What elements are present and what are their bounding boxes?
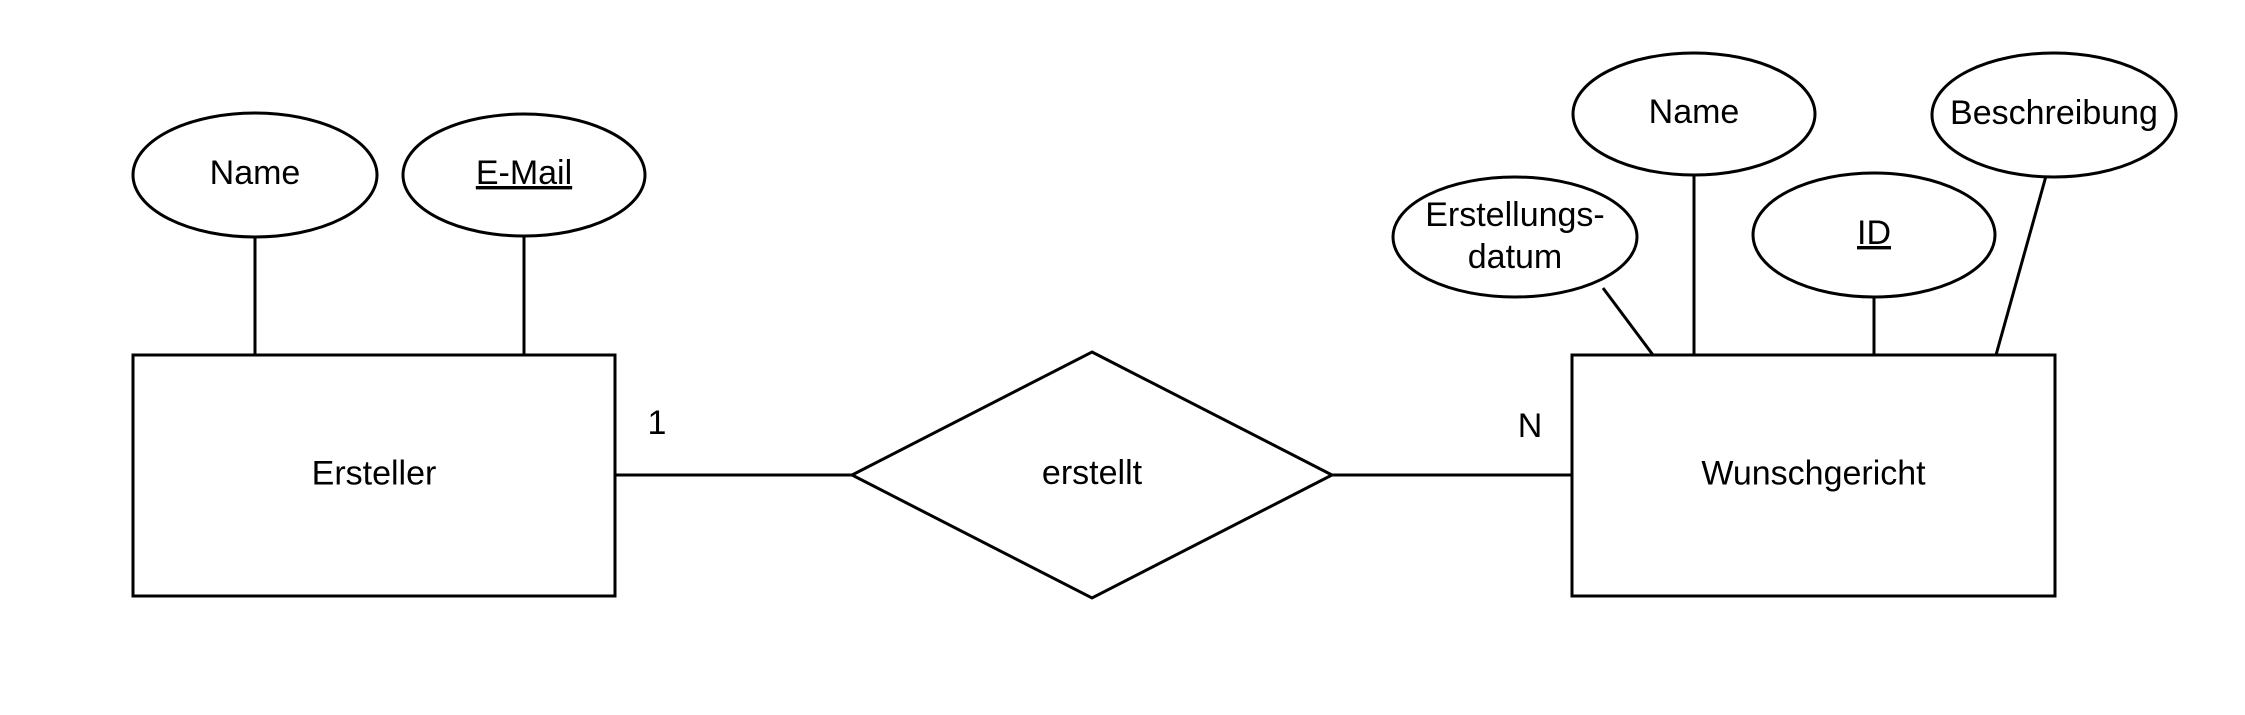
attribute-ellipse-wunschgericht-beschreibung[interactable] <box>1930 51 2178 179</box>
attribute-label-ersteller-name: Name <box>210 154 301 192</box>
relationship-erstellt[interactable]: erstellt 1 N <box>615 350 1572 600</box>
attribute-ellipse-ersteller-name[interactable] <box>131 111 379 239</box>
attribute-ellipse-ersteller-email[interactable] <box>401 112 647 238</box>
attribute-label-ersteller-email: E-Mail <box>476 154 572 192</box>
attribute-ellipse-wunschgericht-erstellungsdatum[interactable] <box>1391 175 1639 299</box>
cardinality-label-n: N <box>1518 407 1543 445</box>
attribute-label-wunschgericht-beschreibung: Beschreibung <box>1950 94 2158 132</box>
attribute-label-wunschgericht-id: ID <box>1857 214 1891 252</box>
entity-ersteller[interactable]: Ersteller Name E-Mail <box>131 111 647 598</box>
attribute-ellipse-wunschgericht-id[interactable] <box>1751 171 1997 299</box>
relationship-label-erstellt: erstellt <box>1042 454 1143 492</box>
connector-wunschgericht-beschreibung <box>1994 175 2048 356</box>
cardinality-label-one: 1 <box>648 404 667 442</box>
relationship-diamond-erstellt[interactable] <box>848 350 1336 600</box>
connector-wunschgericht-erstellungsdatum <box>1601 287 1655 356</box>
attribute-ellipse-wunschgericht-name[interactable] <box>1571 51 1817 177</box>
entity-label-ersteller: Ersteller <box>312 454 437 492</box>
attribute-label-wunschgericht-erstellungsdatum: Erstellungs-datum <box>1425 196 1605 276</box>
entity-box-wunschgericht[interactable] <box>1570 353 2057 598</box>
entity-wunschgericht[interactable]: Wunschgericht Erstellungs-datum Name ID … <box>1391 51 2178 598</box>
attribute-label-wunschgericht-name: Name <box>1649 93 1740 131</box>
entity-label-wunschgericht: Wunschgericht <box>1701 454 1926 492</box>
entity-box-ersteller[interactable] <box>131 353 617 598</box>
